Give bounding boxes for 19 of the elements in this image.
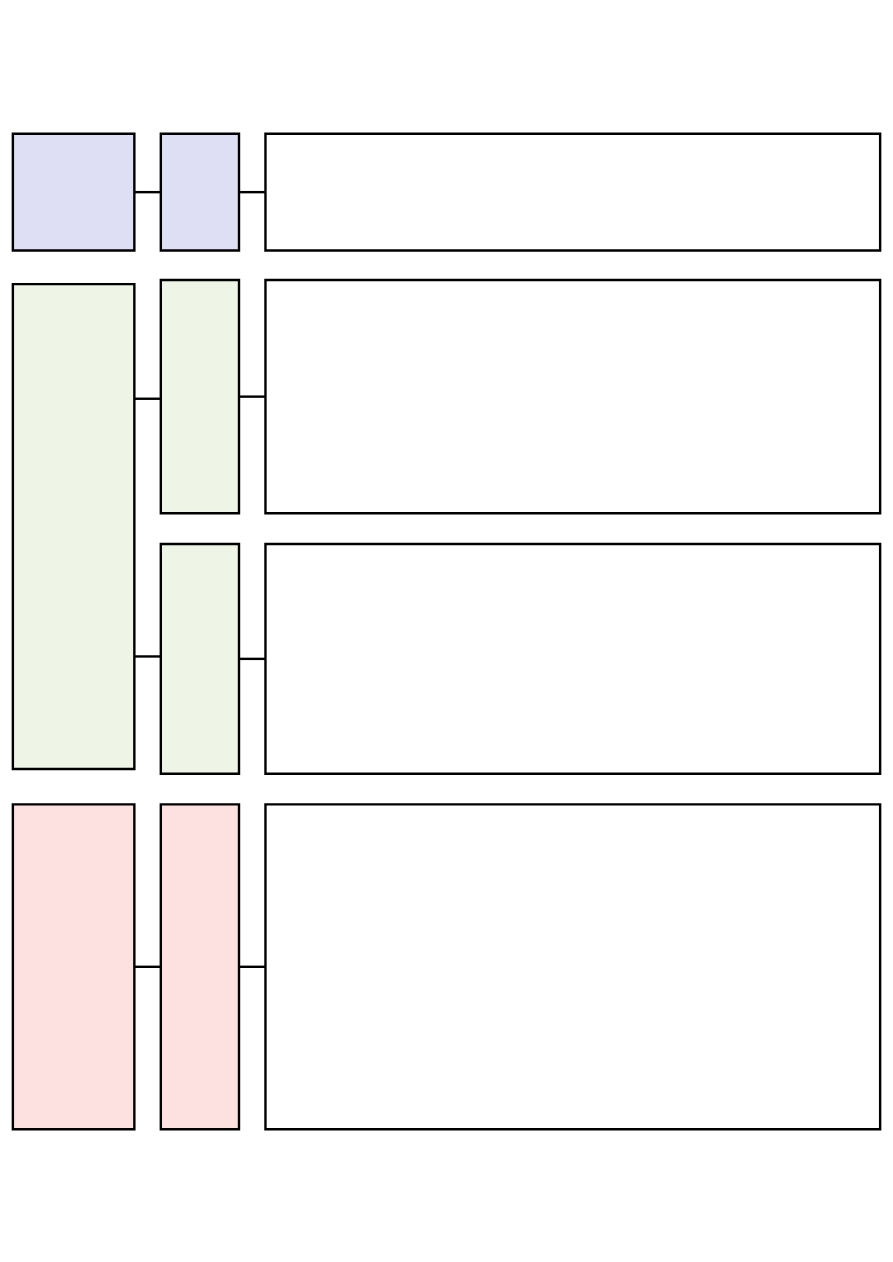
connector xyxy=(239,394,266,398)
connector xyxy=(239,190,266,193)
connector xyxy=(239,657,266,660)
node-box xyxy=(159,542,241,775)
node-box xyxy=(159,802,241,1130)
node-box xyxy=(159,278,241,515)
connector xyxy=(134,190,161,193)
connector xyxy=(239,965,266,968)
node-box xyxy=(264,802,882,1130)
connector xyxy=(134,965,161,968)
node-box xyxy=(159,132,241,252)
connector xyxy=(134,654,161,658)
node-box xyxy=(264,132,882,252)
node-box xyxy=(11,132,136,252)
node-box xyxy=(11,282,136,770)
node-box xyxy=(11,802,136,1130)
node-box xyxy=(264,542,882,775)
node-box xyxy=(264,278,882,515)
connector xyxy=(134,397,161,400)
